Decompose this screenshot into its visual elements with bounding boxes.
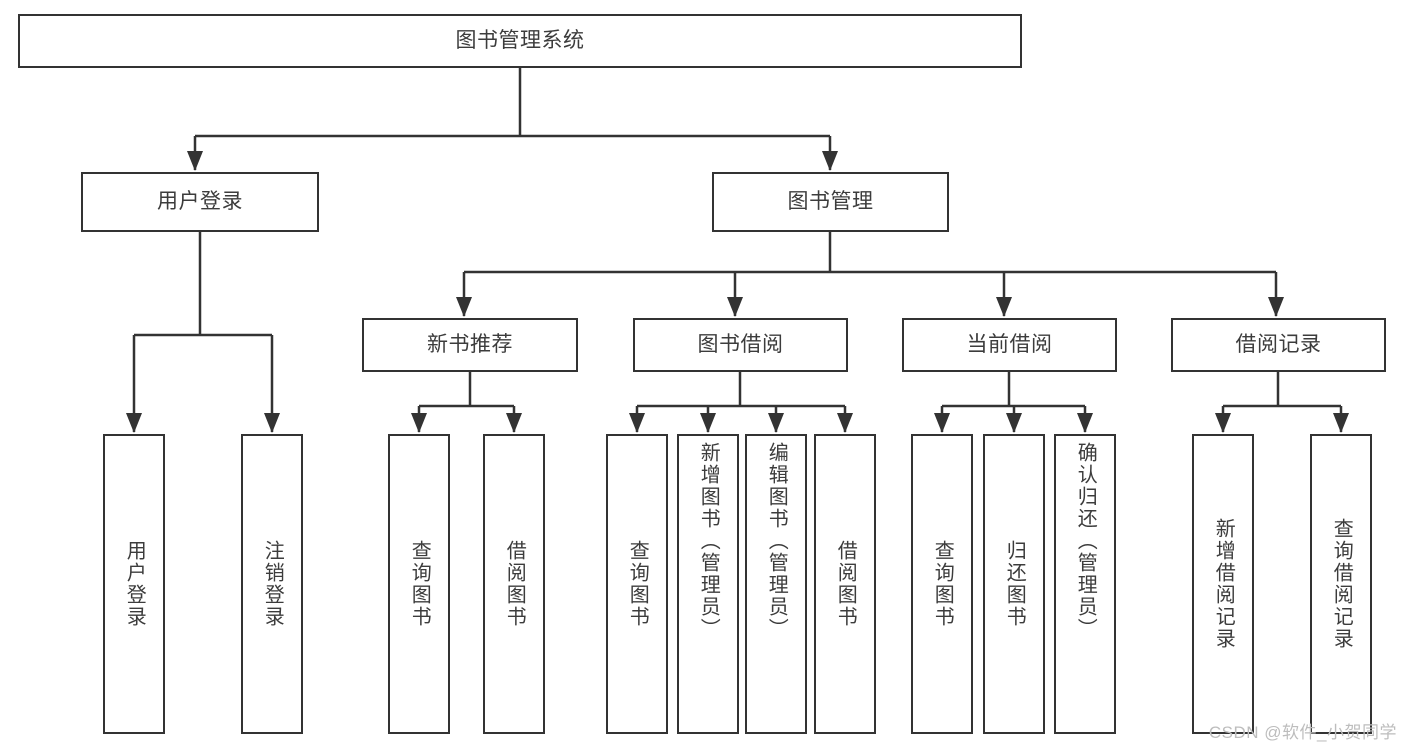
node-borrow: 图书借阅 <box>633 318 848 372</box>
node-label: 新书推荐 <box>427 332 513 356</box>
node-newbook: 新书推荐 <box>362 318 578 372</box>
node-l-b1: 借阅图书 <box>483 434 545 734</box>
arrow-head-icon <box>768 413 784 433</box>
node-label: 查询图书 <box>626 540 649 628</box>
node-label: 编辑图书（管理员） <box>765 442 788 640</box>
node-l-b2: 借阅图书 <box>814 434 876 734</box>
arrow-head-icon <box>506 413 522 433</box>
arrow-head-icon <box>1077 413 1093 433</box>
node-label: 当前借阅 <box>966 332 1053 356</box>
arrow-head-icon <box>1333 413 1349 433</box>
node-label: 确认归还（管理员） <box>1074 442 1097 640</box>
node-label: 查询图书 <box>931 540 954 628</box>
watermark-label: CSDN @软件_小贺同学 <box>1208 723 1397 742</box>
node-l-q3: 查询图书 <box>911 434 973 734</box>
node-l-conf: 确认归还（管理员） <box>1054 434 1116 734</box>
node-l-edit: 编辑图书（管理员） <box>745 434 807 734</box>
node-l-login: 用户登录 <box>103 434 165 734</box>
arrow-head-icon <box>187 151 203 171</box>
arrow-head-icon <box>411 413 427 433</box>
node-label: 查询借阅记录 <box>1330 518 1353 650</box>
arrow-head-icon <box>727 297 743 317</box>
node-label: 借阅记录 <box>1235 332 1322 356</box>
node-current: 当前借阅 <box>902 318 1117 372</box>
node-label: 图书管理 <box>787 189 874 213</box>
node-label: 用户登录 <box>157 189 243 213</box>
arrow-head-icon <box>264 413 280 433</box>
node-label: 用户登录 <box>123 540 146 628</box>
node-label: 查询图书 <box>408 540 431 628</box>
node-label: 新增图书（管理员） <box>697 442 720 640</box>
node-label: 归还图书 <box>1003 540 1026 628</box>
node-l-addrec: 新增借阅记录 <box>1192 434 1254 734</box>
node-l-qrec: 查询借阅记录 <box>1310 434 1372 734</box>
arrow-head-icon <box>456 297 472 317</box>
node-root: 图书管理系统 <box>18 14 1022 68</box>
node-label: 图书借阅 <box>697 332 784 356</box>
node-l-add: 新增图书（管理员） <box>677 434 739 734</box>
arrow-head-icon <box>1215 413 1231 433</box>
node-label: 注销登录 <box>261 540 284 628</box>
arrow-head-icon <box>822 151 838 171</box>
node-bookmgmt: 图书管理 <box>712 172 949 232</box>
arrow-head-icon <box>837 413 853 433</box>
node-label: 借阅图书 <box>503 540 526 628</box>
arrow-head-icon <box>934 413 950 433</box>
node-login: 用户登录 <box>81 172 319 232</box>
arrow-head-icon <box>126 413 142 433</box>
arrow-head-icon <box>629 413 645 433</box>
arrow-head-icon <box>1268 297 1284 317</box>
arrow-head-icon <box>700 413 716 433</box>
node-label: 新增借阅记录 <box>1212 518 1235 650</box>
node-l-q2: 查询图书 <box>606 434 668 734</box>
node-label: 图书管理系统 <box>455 28 585 52</box>
node-l-logout: 注销登录 <box>241 434 303 734</box>
node-l-ret: 归还图书 <box>983 434 1045 734</box>
node-l-q1: 查询图书 <box>388 434 450 734</box>
node-label: 借阅图书 <box>834 540 857 628</box>
arrow-head-icon <box>996 297 1012 317</box>
arrow-head-icon <box>1006 413 1022 433</box>
node-records: 借阅记录 <box>1171 318 1386 372</box>
